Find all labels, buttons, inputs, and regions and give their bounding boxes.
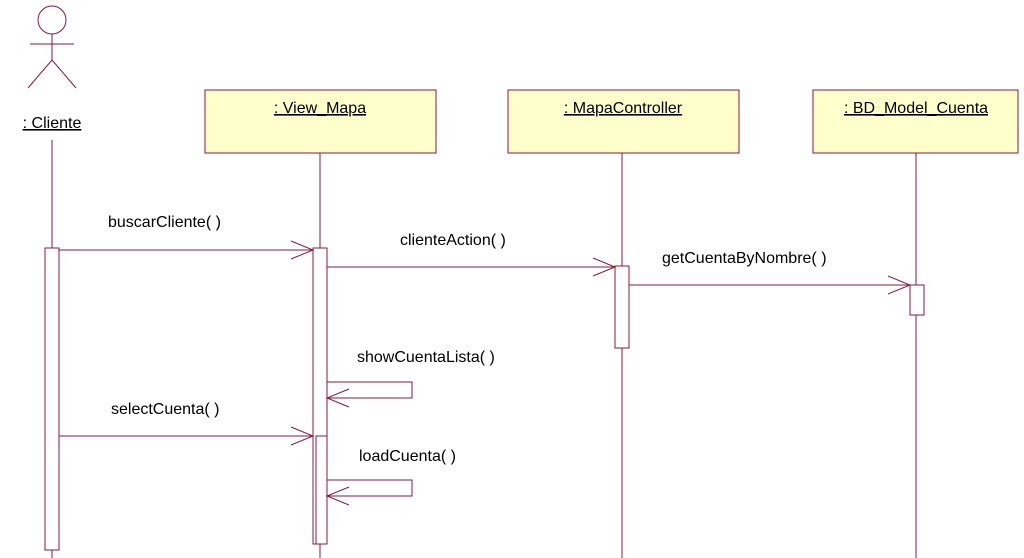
object-box-view bbox=[204, 89, 437, 154]
message-arrow-getcuentabynombre bbox=[629, 275, 912, 295]
activation-actor bbox=[44, 247, 60, 551]
object-box-model bbox=[812, 89, 1019, 154]
message-arrow-clienteaction bbox=[327, 257, 617, 277]
object-label-view: : View_Mapa bbox=[274, 100, 366, 117]
message-label-loadcuenta: loadCuenta( ) bbox=[359, 448, 456, 465]
message-label-showcuentalista: showCuentaLista( ) bbox=[357, 349, 495, 366]
message-arrow-showcuentalista bbox=[325, 381, 413, 408]
message-arrow-loadcuenta bbox=[325, 479, 413, 506]
message-arrow-buscarcliente bbox=[59, 240, 315, 260]
message-label-buscarcliente: buscarCliente( ) bbox=[108, 214, 221, 231]
object-box-controller bbox=[507, 89, 740, 154]
actor-label: : Cliente bbox=[23, 115, 82, 132]
message-arrow-selectcuenta bbox=[59, 426, 315, 446]
message-label-selectcuenta: selectCuenta( ) bbox=[111, 401, 220, 418]
object-label-controller: : MapaController bbox=[564, 100, 683, 117]
object-label-model: : BD_Model_Cuenta bbox=[844, 100, 988, 117]
activation-model bbox=[909, 284, 925, 316]
stick-figure-icon bbox=[27, 5, 77, 89]
activation-controller bbox=[614, 265, 630, 349]
message-label-getcuentabynombre: getCuentaByNombre( ) bbox=[662, 250, 827, 267]
activation-view-nested bbox=[315, 435, 328, 545]
message-label-clienteaction: clienteAction( ) bbox=[400, 232, 506, 249]
